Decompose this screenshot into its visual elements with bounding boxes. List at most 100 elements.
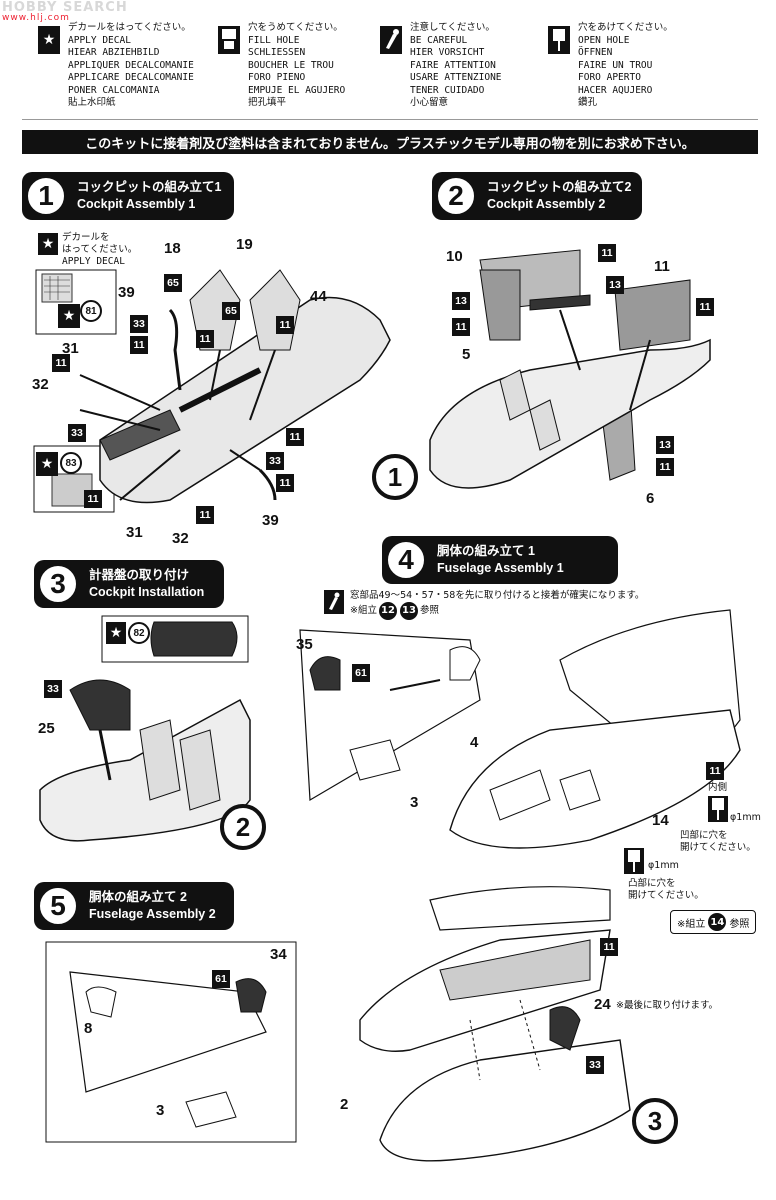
drill-size: φ1mm — [648, 860, 679, 871]
tag: 11 — [196, 330, 214, 348]
notice-bar: このキットに接着剤及び塗料は含まれておりません。プラスチックモデル専用の物を別に… — [22, 130, 758, 154]
drill-icon — [624, 848, 644, 874]
part-number: 32 — [172, 530, 189, 547]
part-number: 3 — [156, 1102, 165, 1119]
step-title-en: Cockpit Assembly 1 — [77, 197, 196, 211]
part-number: 5 — [462, 346, 471, 363]
star-icon: ★ — [36, 452, 58, 476]
fuselage-assembly-2-drawing — [359, 886, 631, 1162]
tag: 11 — [600, 938, 618, 956]
watermark-brand: HOBBY SEARCH — [2, 0, 128, 15]
tag: 11 — [196, 506, 214, 524]
step-title-jp: コックピットの組み立て2 — [487, 180, 632, 194]
tag: 11 — [696, 298, 714, 316]
tag: 11 — [286, 428, 304, 446]
drill-icon — [548, 26, 570, 54]
inside-label: 内側 — [708, 782, 728, 793]
step-title-jp: 胴体の組み立て 1 — [437, 544, 535, 558]
careful-icon — [380, 26, 402, 54]
tag: 33 — [68, 424, 86, 442]
tag: 13 — [452, 292, 470, 310]
step-title-en: Fuselage Assembly 1 — [437, 561, 564, 575]
install-last-note: ※最後に取り付けます。 — [616, 1000, 719, 1011]
part-number: 24 — [594, 996, 611, 1013]
part-number: 35 — [296, 636, 313, 653]
part-number: 14 — [652, 812, 669, 829]
step-5-header: 5 胴体の組み立て 2 Fuselage Assembly 2 — [34, 882, 234, 930]
tag: 33 — [130, 315, 148, 333]
drill-icon — [708, 796, 728, 822]
step-number: 2 — [435, 175, 477, 217]
decal-83-badge: 83 — [60, 452, 82, 474]
step-number: 4 — [385, 539, 427, 581]
decal-81-sheet — [35, 269, 117, 335]
part-number: 44 — [310, 288, 327, 305]
star-icon: ★ — [106, 622, 126, 644]
part-number: 10 — [446, 248, 463, 265]
part-number: 2 — [340, 1096, 349, 1113]
part-number: 32 — [32, 376, 49, 393]
fuselage-assembly-1-drawing — [299, 609, 741, 849]
part-number: 6 — [646, 490, 655, 507]
tag: 11 — [276, 316, 294, 334]
part-number: 18 — [164, 240, 181, 257]
tag: 65 — [164, 274, 182, 292]
step-ref-badge: 2 — [220, 804, 266, 850]
part-number: 3 — [410, 794, 419, 811]
tag: 61 — [352, 664, 370, 682]
step-title-en: Cockpit Assembly 2 — [487, 197, 606, 211]
cockpit-floor-drawing — [79, 269, 391, 504]
tag: 65 — [222, 302, 240, 320]
part-number: 39 — [262, 512, 279, 529]
step-title-jp: コックピットの組み立て1 — [77, 180, 222, 194]
tag: 13 — [606, 276, 624, 294]
fuselage-half-8-drawing — [45, 941, 297, 1143]
watermark-url: www.hlj.com — [2, 13, 70, 23]
tag: 11 — [84, 490, 102, 508]
star-icon: ★ — [38, 233, 58, 255]
tag: 11 — [706, 762, 724, 780]
step-number: 5 — [37, 885, 79, 927]
step-number: 1 — [25, 175, 67, 217]
step-title-en: Cockpit Installation — [89, 585, 205, 599]
tag: 11 — [452, 318, 470, 336]
part-number: 19 — [236, 236, 253, 253]
tag: 33 — [266, 452, 284, 470]
part-number: 31 — [62, 340, 79, 357]
tag: 33 — [586, 1056, 604, 1074]
drill-note-recessed: 凹部に穴を開けてください。 — [680, 830, 756, 853]
step-title-en: Fuselage Assembly 2 — [89, 907, 216, 921]
step-ref-badge: 3 — [632, 1098, 678, 1144]
tag: 11 — [52, 354, 70, 372]
part-number: 34 — [270, 946, 287, 963]
tag: 11 — [276, 474, 294, 492]
watermark: HOBBY SEARCH www.hlj.com — [2, 0, 128, 23]
part-number: 39 — [118, 284, 135, 301]
cockpit-assembly-2-drawing — [429, 249, 711, 489]
part-number: 25 — [38, 720, 55, 737]
step-4-header: 4 胴体の組み立て 1 Fuselage Assembly 1 — [382, 536, 618, 584]
step-ref-badge: 1 — [372, 454, 418, 500]
tag: 11 — [130, 336, 148, 354]
step-number: 3 — [37, 563, 79, 605]
tag: 11 — [656, 458, 674, 476]
tag: 13 — [656, 436, 674, 454]
decal-81-badge: 81 — [80, 300, 102, 322]
part-number: 8 — [84, 1020, 93, 1037]
decal-note: デカールをはってください。APPLY DECAL — [62, 232, 138, 267]
star-icon: ★ — [38, 26, 60, 54]
careful-icon — [324, 590, 344, 614]
drill-note-raised: 凸部に穴を開けてください。 — [628, 878, 704, 901]
instrument-panel-drawing — [39, 679, 251, 842]
step-title-jp: 胴体の組み立て 2 — [89, 890, 187, 904]
tag: 11 — [598, 244, 616, 262]
star-icon: ★ — [58, 304, 80, 328]
